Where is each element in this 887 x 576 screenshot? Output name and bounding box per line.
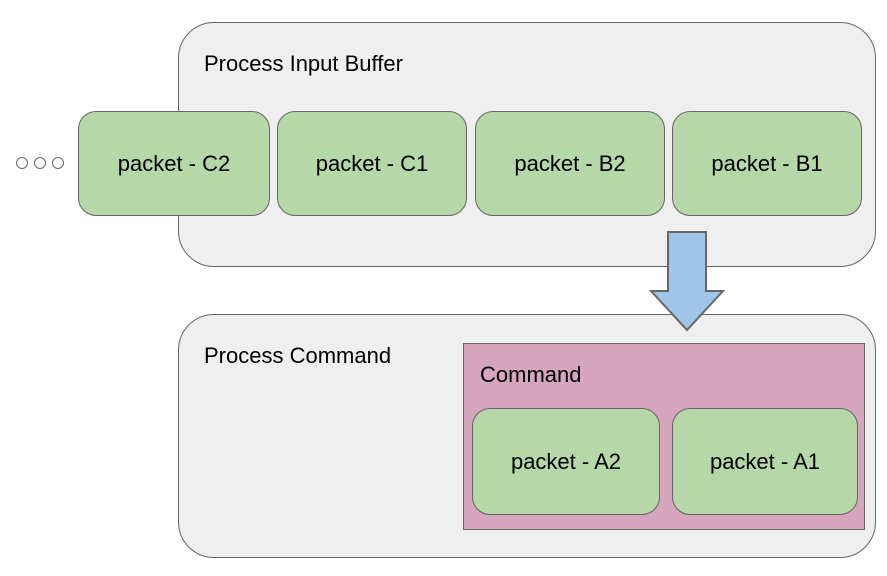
ellipsis-horizontal-icon xyxy=(16,157,64,169)
packet-b2: packet - B2 xyxy=(475,111,665,216)
arrow-down-shape xyxy=(648,231,726,332)
ellipsis-dot xyxy=(34,157,46,169)
ellipsis-dot xyxy=(52,157,64,169)
packet-a2-label: packet - A2 xyxy=(510,448,622,474)
process-input-buffer-title: Process Input Buffer xyxy=(204,51,403,76)
command-box-title: Command xyxy=(480,362,582,387)
ellipsis-dot xyxy=(16,157,28,169)
packet-c2-label: packet - C2 xyxy=(117,150,231,176)
packet-c1: packet - C1 xyxy=(277,111,467,216)
packet-b1-label: packet - B1 xyxy=(711,150,823,176)
packet-c1-label: packet - C1 xyxy=(315,150,429,176)
packet-a1: packet - A1 xyxy=(672,408,858,515)
packet-b2-label: packet - B2 xyxy=(514,150,626,176)
packet-b1: packet - B1 xyxy=(672,111,862,216)
arrow-down-icon xyxy=(648,231,726,332)
packet-a1-label: packet - A1 xyxy=(709,448,821,474)
packet-a2: packet - A2 xyxy=(472,408,660,515)
process-command-title: Process Command xyxy=(204,343,392,368)
packet-c2: packet - C2 xyxy=(78,111,270,216)
